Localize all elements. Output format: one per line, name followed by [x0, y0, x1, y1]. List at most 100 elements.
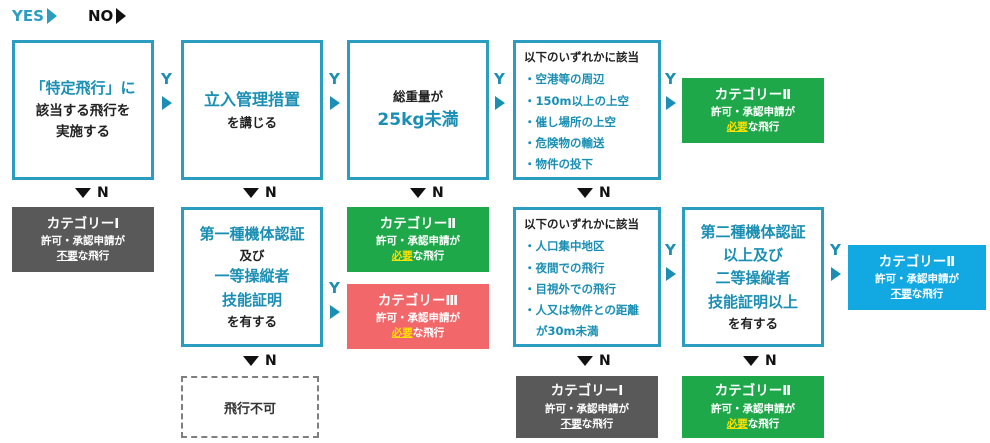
down-arrow-icon: [243, 356, 259, 366]
box-tachiiri-line1: 立入管理措置: [203, 89, 300, 109]
category-requirement: 必要な飛行: [727, 120, 780, 135]
box-ichishu-line1: 第一種機体認証: [199, 224, 305, 243]
yes-marker: Y: [329, 279, 340, 297]
requirement-emphasis: 必要: [391, 250, 413, 263]
box-list-a: 以下のいずれかに該当 ・空港等の周辺 ・150m以上の上空 ・催し場所の上空 ・…: [513, 40, 661, 180]
requirement-rest: な飛行: [911, 288, 944, 301]
category-title: カテゴリーⅡ: [878, 253, 956, 270]
legend-yes-label: YES: [12, 7, 44, 25]
box-tachiiri-line2: を講じる: [226, 114, 277, 130]
yes-marker: Y: [161, 70, 172, 88]
category-note: 許可・承認申請が: [711, 402, 795, 415]
box-weight-line1: 総重量が: [392, 89, 443, 105]
right-arrow-icon: [116, 8, 127, 24]
category-requirement: 必要な飛行: [727, 417, 780, 432]
list-a-item: ・物件の投下: [524, 157, 593, 172]
list-a-item: ・催し場所の上空: [524, 114, 616, 129]
no-marker: N: [765, 353, 777, 369]
box-tokutei: 「特定飛行」に 該当する飛行を 実施する: [12, 40, 154, 180]
box-ichishu-line4: 技能証明: [221, 290, 282, 309]
box-nishu-line3: 二等操縦者: [715, 269, 791, 288]
no-arrow: N: [75, 185, 109, 201]
box-tokutei-line1: 「特定飛行」に: [30, 79, 136, 98]
right-arrow-icon: [831, 267, 841, 281]
right-arrow-icon: [666, 267, 676, 281]
box-nishu: 第二種機体認証 以上及び 二等操縦者 技能証明以上 を有する: [682, 207, 824, 347]
requirement-emphasis: 必要: [726, 417, 748, 430]
category-title: カテゴリーⅠ: [46, 215, 120, 232]
box-ichishu-line2: 及び: [239, 248, 265, 263]
no-marker: N: [97, 185, 109, 201]
category-note: 許可・承認申請が: [376, 312, 460, 325]
list-a-item: ・150m以上の上空: [524, 93, 629, 108]
category-2-bottom: カテゴリーⅡ 許可・承認申請が 必要な飛行: [682, 376, 824, 438]
list-b-item-continued: が30m未満: [536, 324, 599, 339]
category-3: カテゴリーⅢ 許可・承認申請が 必要な飛行: [347, 284, 489, 349]
legend-no-label: NO: [88, 7, 114, 25]
box-nishu-line5: を有する: [727, 315, 778, 331]
no-arrow: N: [243, 353, 277, 369]
down-arrow-icon: [577, 188, 593, 198]
box-tokutei-line3: 実施する: [56, 123, 110, 140]
list-b-heading: 以下のいずれかに該当: [524, 217, 639, 231]
category-note: 許可・承認申請が: [41, 235, 125, 248]
category-requirement: 不要な飛行: [891, 287, 944, 302]
requirement-rest: な飛行: [412, 327, 445, 340]
list-a-item: ・危険物の輸送: [524, 136, 605, 151]
legend-yes: YES: [12, 7, 57, 25]
right-arrow-icon: [162, 96, 172, 110]
yes-marker: Y: [665, 70, 676, 88]
requirement-rest: な飛行: [77, 250, 110, 263]
box-weight: 総重量が 25kg未満: [347, 40, 489, 180]
box-weight-line2: 25kg未満: [377, 109, 459, 130]
no-marker: N: [432, 185, 444, 201]
box-nishu-line1: 第二種機体認証: [700, 222, 806, 241]
right-arrow-icon: [495, 96, 505, 110]
list-b-item: ・人口集中地区: [524, 239, 605, 254]
requirement-rest: な飛行: [747, 121, 780, 134]
no-marker: N: [599, 185, 611, 201]
right-arrow-icon: [330, 305, 340, 319]
box-tachiiri: 立入管理措置 を講じる: [181, 40, 323, 180]
right-arrow-icon: [330, 96, 340, 110]
legend-no: NO: [88, 7, 127, 25]
no-marker: N: [599, 353, 611, 369]
category-title: カテゴリーⅡ: [714, 383, 792, 399]
requirement-emphasis: 不要: [560, 417, 582, 430]
box-fuka: 飛行不可: [181, 376, 319, 438]
list-b-item: ・夜間での飛行: [524, 260, 605, 275]
category-title: カテゴリーⅡ: [379, 215, 457, 232]
yes-marker: Y: [830, 241, 841, 259]
no-arrow: N: [577, 353, 611, 369]
down-arrow-icon: [75, 188, 91, 198]
category-2-mid: カテゴリーⅡ 許可・承認申請が 必要な飛行: [347, 207, 489, 272]
list-b-item: ・人又は物件との距離: [524, 303, 639, 318]
box-nishu-line4: 技能証明以上: [707, 292, 798, 311]
box-tokutei-line2: 該当する飛行を: [35, 102, 131, 119]
category-note: 許可・承認申請が: [545, 402, 629, 415]
category-2-top: カテゴリーⅡ 許可・承認申請が 必要な飛行: [682, 78, 824, 143]
list-b-item: ・目視外での飛行: [524, 281, 616, 296]
no-arrow: N: [743, 353, 777, 369]
category-1-left: カテゴリーⅠ 許可・承認申請が 不要な飛行: [12, 207, 154, 272]
yes-marker: Y: [665, 241, 676, 259]
list-a-heading: 以下のいずれかに該当: [524, 50, 639, 64]
category-2-right: カテゴリーⅡ 許可・承認申請が 不要な飛行: [848, 245, 986, 310]
no-marker: N: [265, 353, 277, 369]
no-arrow: N: [577, 185, 611, 201]
category-title: カテゴリーⅢ: [377, 292, 459, 309]
right-arrow-icon: [46, 8, 57, 24]
category-title: カテゴリーⅠ: [550, 383, 624, 399]
requirement-rest: な飛行: [747, 417, 780, 430]
category-note: 許可・承認申請が: [875, 273, 959, 286]
down-arrow-icon: [577, 356, 593, 366]
yes-marker: Y: [329, 70, 340, 88]
requirement-rest: な飛行: [581, 417, 614, 430]
yes-marker: Y: [494, 70, 505, 88]
no-arrow: N: [243, 185, 277, 201]
category-note: 許可・承認申請が: [711, 106, 795, 119]
requirement-emphasis: 不要: [890, 288, 912, 301]
requirement-rest: な飛行: [412, 250, 445, 263]
list-a-item: ・空港等の周辺: [524, 72, 605, 87]
box-ichishu: 第一種機体認証 及び 一等操縦者 技能証明 を有する: [181, 207, 323, 347]
